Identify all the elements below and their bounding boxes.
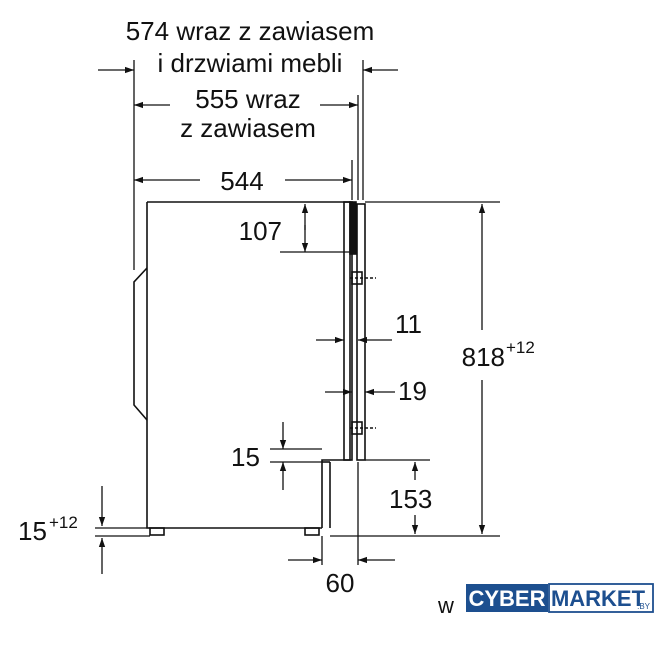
label-555-line2: z zawiasem: [180, 113, 316, 143]
hinge-upper: [350, 271, 376, 285]
appliance-rear-contour: [133, 267, 148, 421]
appliance-front-panel: [343, 201, 353, 461]
logo-cyber-box: [466, 584, 548, 612]
logo-cyber-text: CYBER: [468, 586, 545, 611]
label-60: 60: [326, 568, 355, 598]
cybermarket-logo: w CYBER MARKET .BY: [437, 583, 654, 618]
label-15-foot-superscript: +12: [49, 513, 78, 532]
logo-prefix: w: [437, 593, 454, 618]
logo-suffix: .BY: [637, 602, 651, 611]
label-153: 153: [389, 484, 432, 514]
label-818-superscript: +12: [506, 338, 535, 357]
foot-front: [304, 527, 320, 536]
label-15-foot: 15: [18, 516, 47, 546]
dimension-arrows: [98, 66, 486, 574]
appliance-body-outline: [146, 201, 351, 529]
label-574-line2: i drzwiami mebli: [158, 48, 343, 78]
control-panel: [349, 201, 357, 255]
label-15: 15: [231, 442, 260, 472]
appliance-side-view: [133, 201, 376, 536]
hinge-lower: [350, 421, 376, 435]
label-107: 107: [239, 216, 282, 246]
logo-market-text: MARKET: [551, 586, 646, 611]
furniture-door: [356, 203, 366, 461]
label-818: 818: [462, 342, 505, 372]
logo-market-box: [548, 583, 654, 613]
label-555-line1: 555 wraz: [195, 84, 301, 114]
label-11: 11: [395, 309, 422, 339]
foot-rear: [149, 527, 165, 536]
label-544: 544: [220, 166, 263, 196]
label-19: 19: [398, 376, 427, 406]
extension-lines: [95, 60, 500, 565]
label-574-line1: 574 wraz z zawiasem: [126, 16, 375, 46]
